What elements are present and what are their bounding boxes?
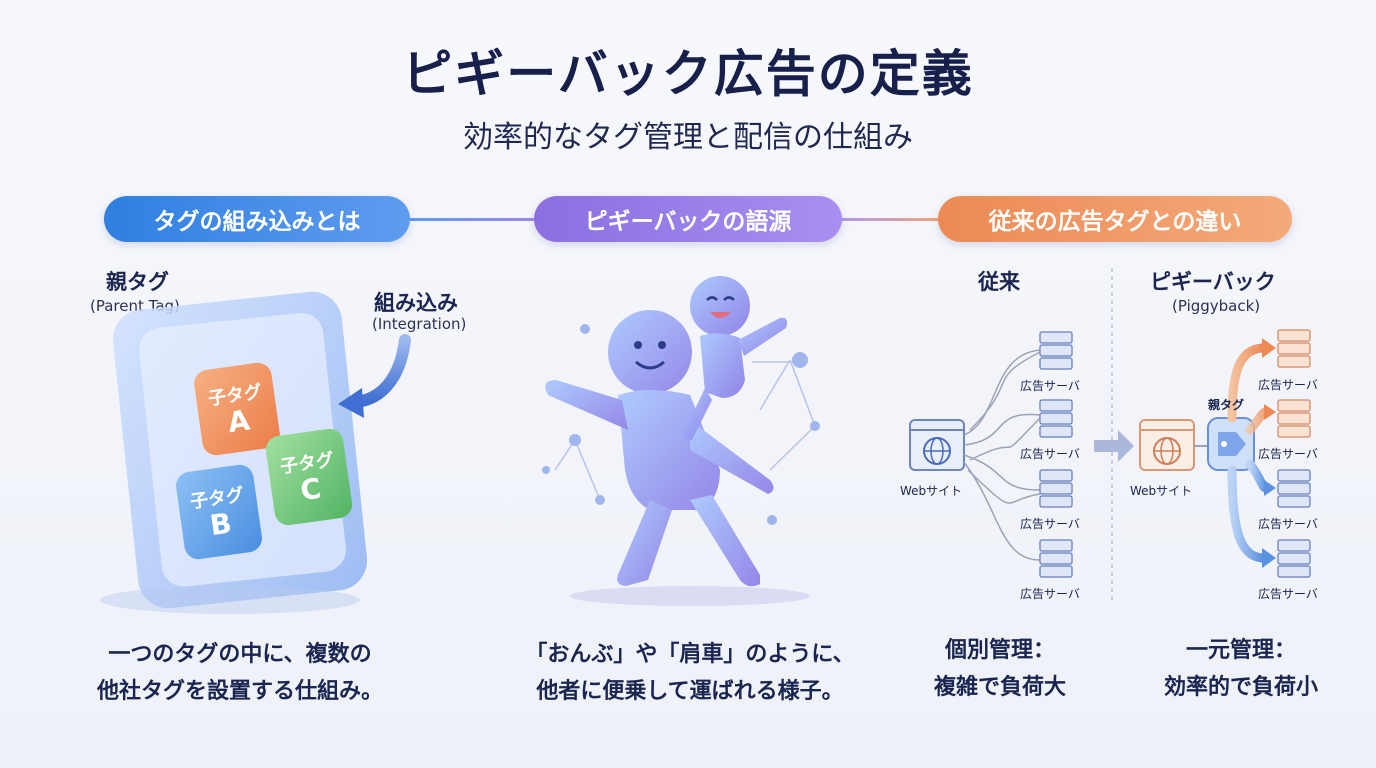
section-connector <box>842 218 938 221</box>
server-label: 広告サーバ <box>1020 517 1080 531</box>
conventional-caption: 個別管理： 複雑で負荷大 <box>933 638 1066 700</box>
piggyback-heading: ピギーバック <box>1150 270 1276 294</box>
website-icon <box>909 419 965 471</box>
parent-tag-small-label: 親タグ <box>1208 398 1245 412</box>
website-icon <box>1139 419 1195 471</box>
website-label: Webサイト <box>1130 484 1193 498</box>
server-label: 広告サーバ <box>1258 378 1318 392</box>
server-label: 広告サーバ <box>1258 447 1318 461</box>
integration-caption: 一つのタグの中に、複数の 他社タグを設置する仕組み。 <box>96 642 383 704</box>
integration-sublabel: (Integration) <box>372 315 467 333</box>
server-label: 広告サーバ <box>1258 587 1318 601</box>
integration-label: 組み込み <box>374 291 458 315</box>
child-figure <box>683 276 788 440</box>
section-connector <box>410 218 534 221</box>
server-label: 広告サーバ <box>1020 587 1080 601</box>
server-stack-icon <box>1277 329 1311 578</box>
server-label: 広告サーバ <box>1258 517 1318 531</box>
page-title: ピギーバック広告の定義 <box>402 45 974 103</box>
website-label: Webサイト <box>900 484 963 498</box>
page-subtitle: 効率的なタグ管理と配信の仕組み <box>463 120 913 155</box>
origin-caption: 「おんぶ」や「肩車」のように、 他者に便乗して運ばれる様子。 <box>525 642 855 704</box>
section-pill-origin: ピギーバックの語源 <box>534 196 842 242</box>
server-stack-icon <box>1039 331 1073 578</box>
server-label: 広告サーバ <box>1020 447 1080 461</box>
parent-tag-label: 親タグ <box>106 270 169 294</box>
section-pill-comparison: 従来の広告タグとの違い <box>938 196 1292 242</box>
adult-face-icon <box>634 341 666 370</box>
transition-arrow-icon <box>1094 430 1134 462</box>
piggyback-caption: 一元管理： 効率的で負荷小 <box>1163 638 1318 700</box>
server-label: 広告サーバ <box>1020 379 1080 393</box>
conventional-heading: 従来 <box>978 270 1020 294</box>
child-face-icon <box>706 296 735 318</box>
tangled-connections <box>963 349 1041 561</box>
section-pill-integration: タグの組み込みとは <box>104 196 410 242</box>
piggyback-subheading: (Piggyback) <box>1172 297 1261 315</box>
